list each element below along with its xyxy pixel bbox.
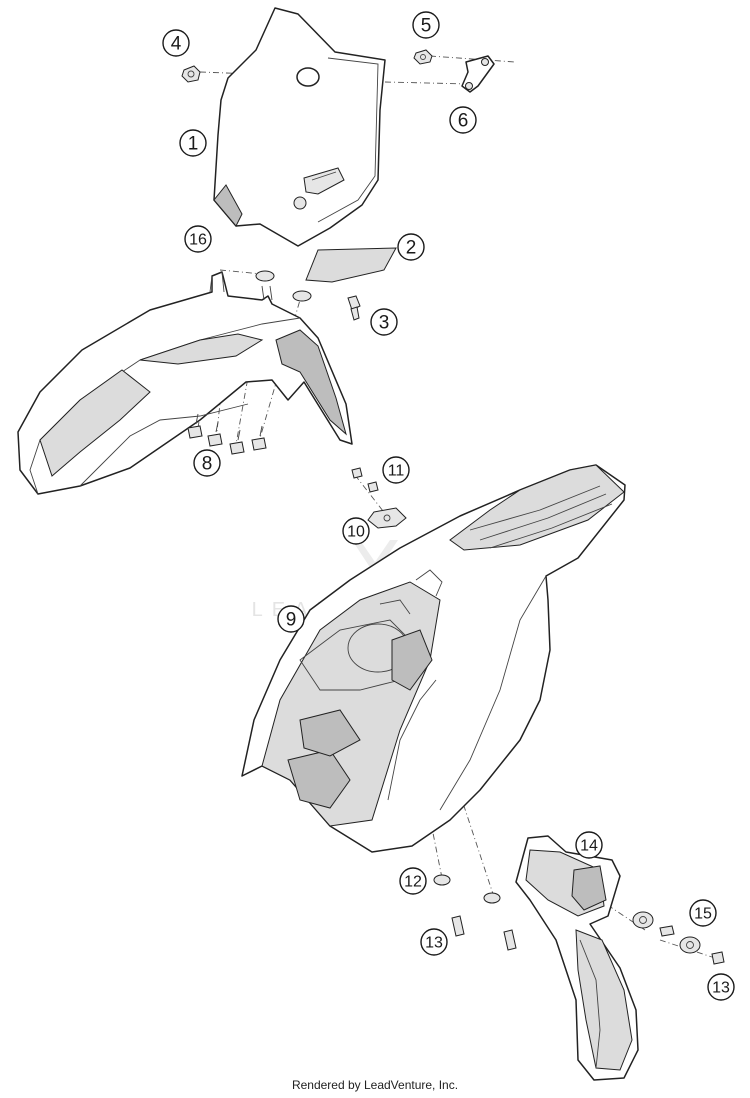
callout-4: 4 (162, 29, 190, 57)
svg-text:13: 13 (425, 935, 443, 952)
svg-text:14: 14 (580, 838, 598, 855)
svg-text:13: 13 (712, 980, 730, 997)
svg-text:5: 5 (421, 16, 432, 37)
svg-text:12: 12 (404, 874, 422, 891)
callout-14: 14 (575, 831, 603, 859)
callout-12: 12 (399, 867, 427, 895)
callout-9: 9 (277, 605, 305, 633)
decal (305, 247, 397, 283)
side-cover-14 (515, 835, 639, 1081)
washer-12 (433, 874, 501, 904)
callout-8: 8 (193, 449, 221, 477)
callout-3: 3 (370, 308, 398, 336)
svg-text:11: 11 (388, 463, 405, 480)
grommet-16 (255, 270, 312, 302)
callout-16: 16 (184, 225, 212, 253)
callout-15: 15 (689, 899, 717, 927)
svg-text:4: 4 (171, 34, 182, 55)
callout-13-left: 13 (420, 928, 448, 956)
screw-3 (347, 295, 361, 321)
svg-text:8: 8 (202, 454, 213, 475)
rear-fender (241, 464, 626, 853)
screws-13 (451, 915, 725, 965)
svg-text:1: 1 (188, 134, 199, 155)
svg-text:3: 3 (379, 313, 390, 334)
svg-text:6: 6 (458, 111, 469, 132)
svg-text:16: 16 (189, 232, 207, 249)
bushing-15 (632, 911, 701, 954)
callout-11: 11 (382, 456, 410, 484)
screws-8 (187, 413, 267, 455)
callout-1: 1 (179, 129, 207, 157)
nut-plate-10 (367, 507, 407, 529)
nut-4 (181, 65, 201, 83)
svg-text:2: 2 (406, 238, 417, 259)
callout-13-right: 13 (707, 973, 735, 1001)
nut-5 (413, 49, 433, 65)
svg-text:9: 9 (286, 610, 297, 631)
callout-2: 2 (397, 233, 425, 261)
callout-6: 6 (449, 106, 477, 134)
callout-10: 10 (342, 517, 370, 545)
svg-text:15: 15 (694, 906, 712, 923)
front-fender (17, 271, 353, 495)
bracket-6 (461, 55, 495, 93)
footer-credit: Rendered by LeadVenture, Inc. (291, 1078, 459, 1092)
screws-11 (351, 467, 379, 493)
callout-5: 5 (412, 11, 440, 39)
svg-text:10: 10 (347, 524, 365, 541)
number-plate (213, 7, 386, 247)
